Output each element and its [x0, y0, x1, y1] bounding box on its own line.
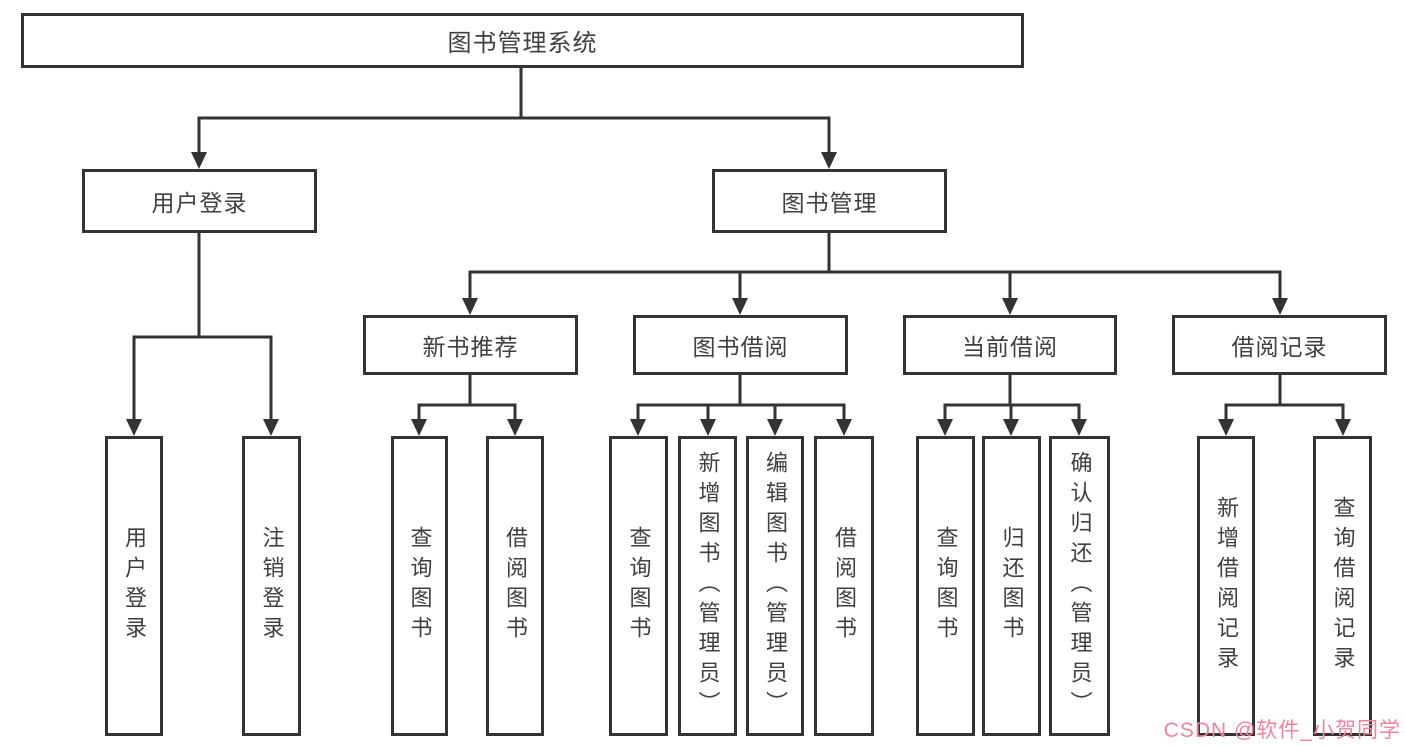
node-library-management-system: 图书管理系统: [21, 13, 1024, 68]
leaf-cb-query-book: 查询图书: [916, 436, 975, 736]
leaf-cb-return-book: 归还图书: [982, 436, 1041, 736]
leaf-logout-label: 注销登录: [259, 526, 285, 646]
node-book-management: 图书管理: [712, 169, 947, 233]
leaf-bb-edit-book-label: 编辑图书（管理员）: [763, 451, 788, 721]
leaf-nbr-query-book-label: 查询图书: [407, 526, 433, 646]
leaf-bb-borrow-book-label: 借阅图书: [832, 526, 857, 646]
leaf-nbr-borrow-book-label: 借阅图书: [503, 526, 528, 646]
leaf-bb-edit-book: 编辑图书（管理员）: [746, 436, 804, 736]
leaf-br-query-record-label: 查询借阅记录: [1330, 496, 1356, 676]
leaf-bb-query-book-label: 查询图书: [626, 526, 652, 646]
leaf-cb-confirm-return: 确认归还（管理员）: [1049, 436, 1110, 736]
node-borrow-record: 借阅记录: [1172, 315, 1387, 375]
node-book-management-label: 图书管理: [781, 190, 878, 216]
leaf-br-add-record-label: 新增借阅记录: [1214, 496, 1239, 676]
leaf-cb-confirm-return-label: 确认归还（管理员）: [1067, 451, 1093, 721]
node-user-login: 用户登录: [82, 169, 317, 233]
leaf-cb-return-book-label: 归还图书: [999, 526, 1025, 646]
leaf-br-add-record: 新增借阅记录: [1197, 436, 1255, 736]
node-book-borrow-label: 图书借阅: [692, 334, 789, 360]
leaf-bb-add-book-label: 新增图书（管理员）: [695, 451, 721, 721]
node-borrow-record-label: 借阅记录: [1231, 334, 1328, 360]
leaf-bb-borrow-book: 借阅图书: [814, 436, 874, 736]
node-current-borrow-label: 当前借阅: [962, 334, 1058, 360]
leaf-logout: 注销登录: [242, 436, 301, 736]
node-book-borrow: 图书借阅: [633, 315, 848, 375]
node-user-login-label: 用户登录: [151, 190, 248, 216]
node-new-book-recommend-label: 新书推荐: [422, 334, 519, 360]
leaf-nbr-borrow-book: 借阅图书: [486, 436, 544, 736]
leaf-cb-query-book-label: 查询图书: [933, 526, 959, 646]
leaf-user-login-label: 用户登录: [122, 526, 147, 646]
leaf-nbr-query-book: 查询图书: [391, 436, 448, 736]
node-new-book-recommend: 新书推荐: [363, 315, 578, 375]
connector-lines: [132, 66, 1345, 422]
leaf-user-login: 用户登录: [105, 436, 163, 736]
node-current-borrow: 当前借阅: [903, 315, 1117, 375]
leaf-bb-add-book: 新增图书（管理员）: [678, 436, 737, 736]
leaf-bb-query-book: 查询图书: [609, 436, 668, 736]
node-library-management-system-label: 图书管理系统: [447, 30, 598, 57]
leaf-br-query-record: 查询借阅记录: [1313, 436, 1372, 736]
csdn-watermark: CSDN @软件_小贺同学: [1163, 719, 1401, 742]
